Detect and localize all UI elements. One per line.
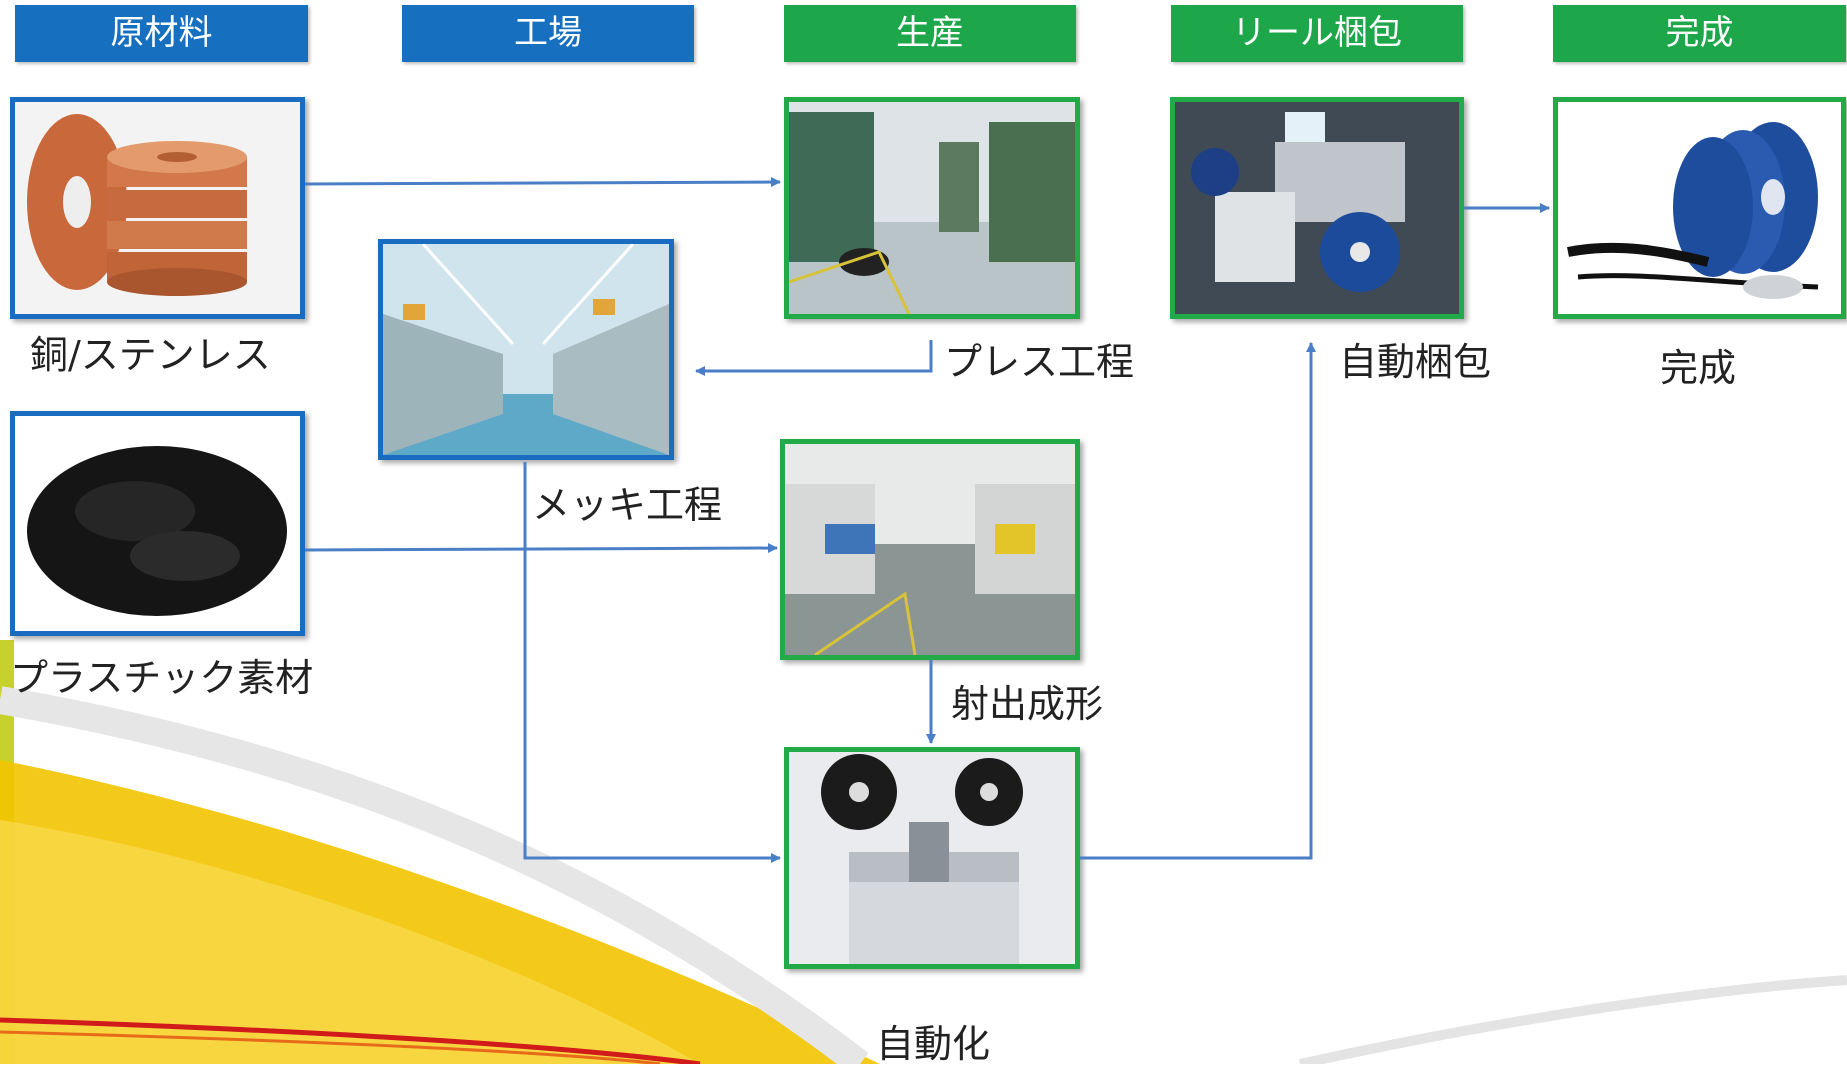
- plastic-pellets-photo: [10, 411, 305, 636]
- header-completion: 完成: [1553, 5, 1846, 62]
- header-reel-packing: リール梱包: [1171, 5, 1463, 62]
- injection-molding-photo: [780, 439, 1080, 660]
- automation-machine-photo: [784, 747, 1080, 969]
- header-factory: 工場: [402, 5, 694, 62]
- label-auto-packing: 自動梱包: [1339, 340, 1492, 384]
- plating-line-photo: [378, 239, 674, 460]
- label-copper-stainless: 銅/ステンレス: [30, 333, 271, 377]
- label-plating-process: メッキ工程: [532, 483, 723, 527]
- arrow-copper-to-press: [304, 177, 781, 188]
- arrow-press-to-plating: [695, 340, 933, 376]
- arrow-plastic-to-molding: [304, 543, 778, 554]
- finished-reels-photo: [1553, 97, 1846, 319]
- reel-packing-photo: [1170, 97, 1464, 319]
- arrow-automation-to-packing: [1080, 342, 1316, 860]
- label-automation: 自動化: [876, 1022, 991, 1066]
- header-production: 生産: [784, 5, 1076, 62]
- copper-coil-photo: [10, 97, 305, 319]
- label-plastic-material: プラスチック素材: [10, 656, 314, 700]
- press-factory-photo: [784, 97, 1080, 319]
- label-injection-molding: 射出成形: [951, 682, 1104, 726]
- header-raw-materials: 原材料: [15, 5, 308, 62]
- label-press-process: プレス工程: [944, 340, 1135, 384]
- arrow-plating-to-automation: [523, 462, 781, 863]
- label-finished: 完成: [1660, 346, 1737, 390]
